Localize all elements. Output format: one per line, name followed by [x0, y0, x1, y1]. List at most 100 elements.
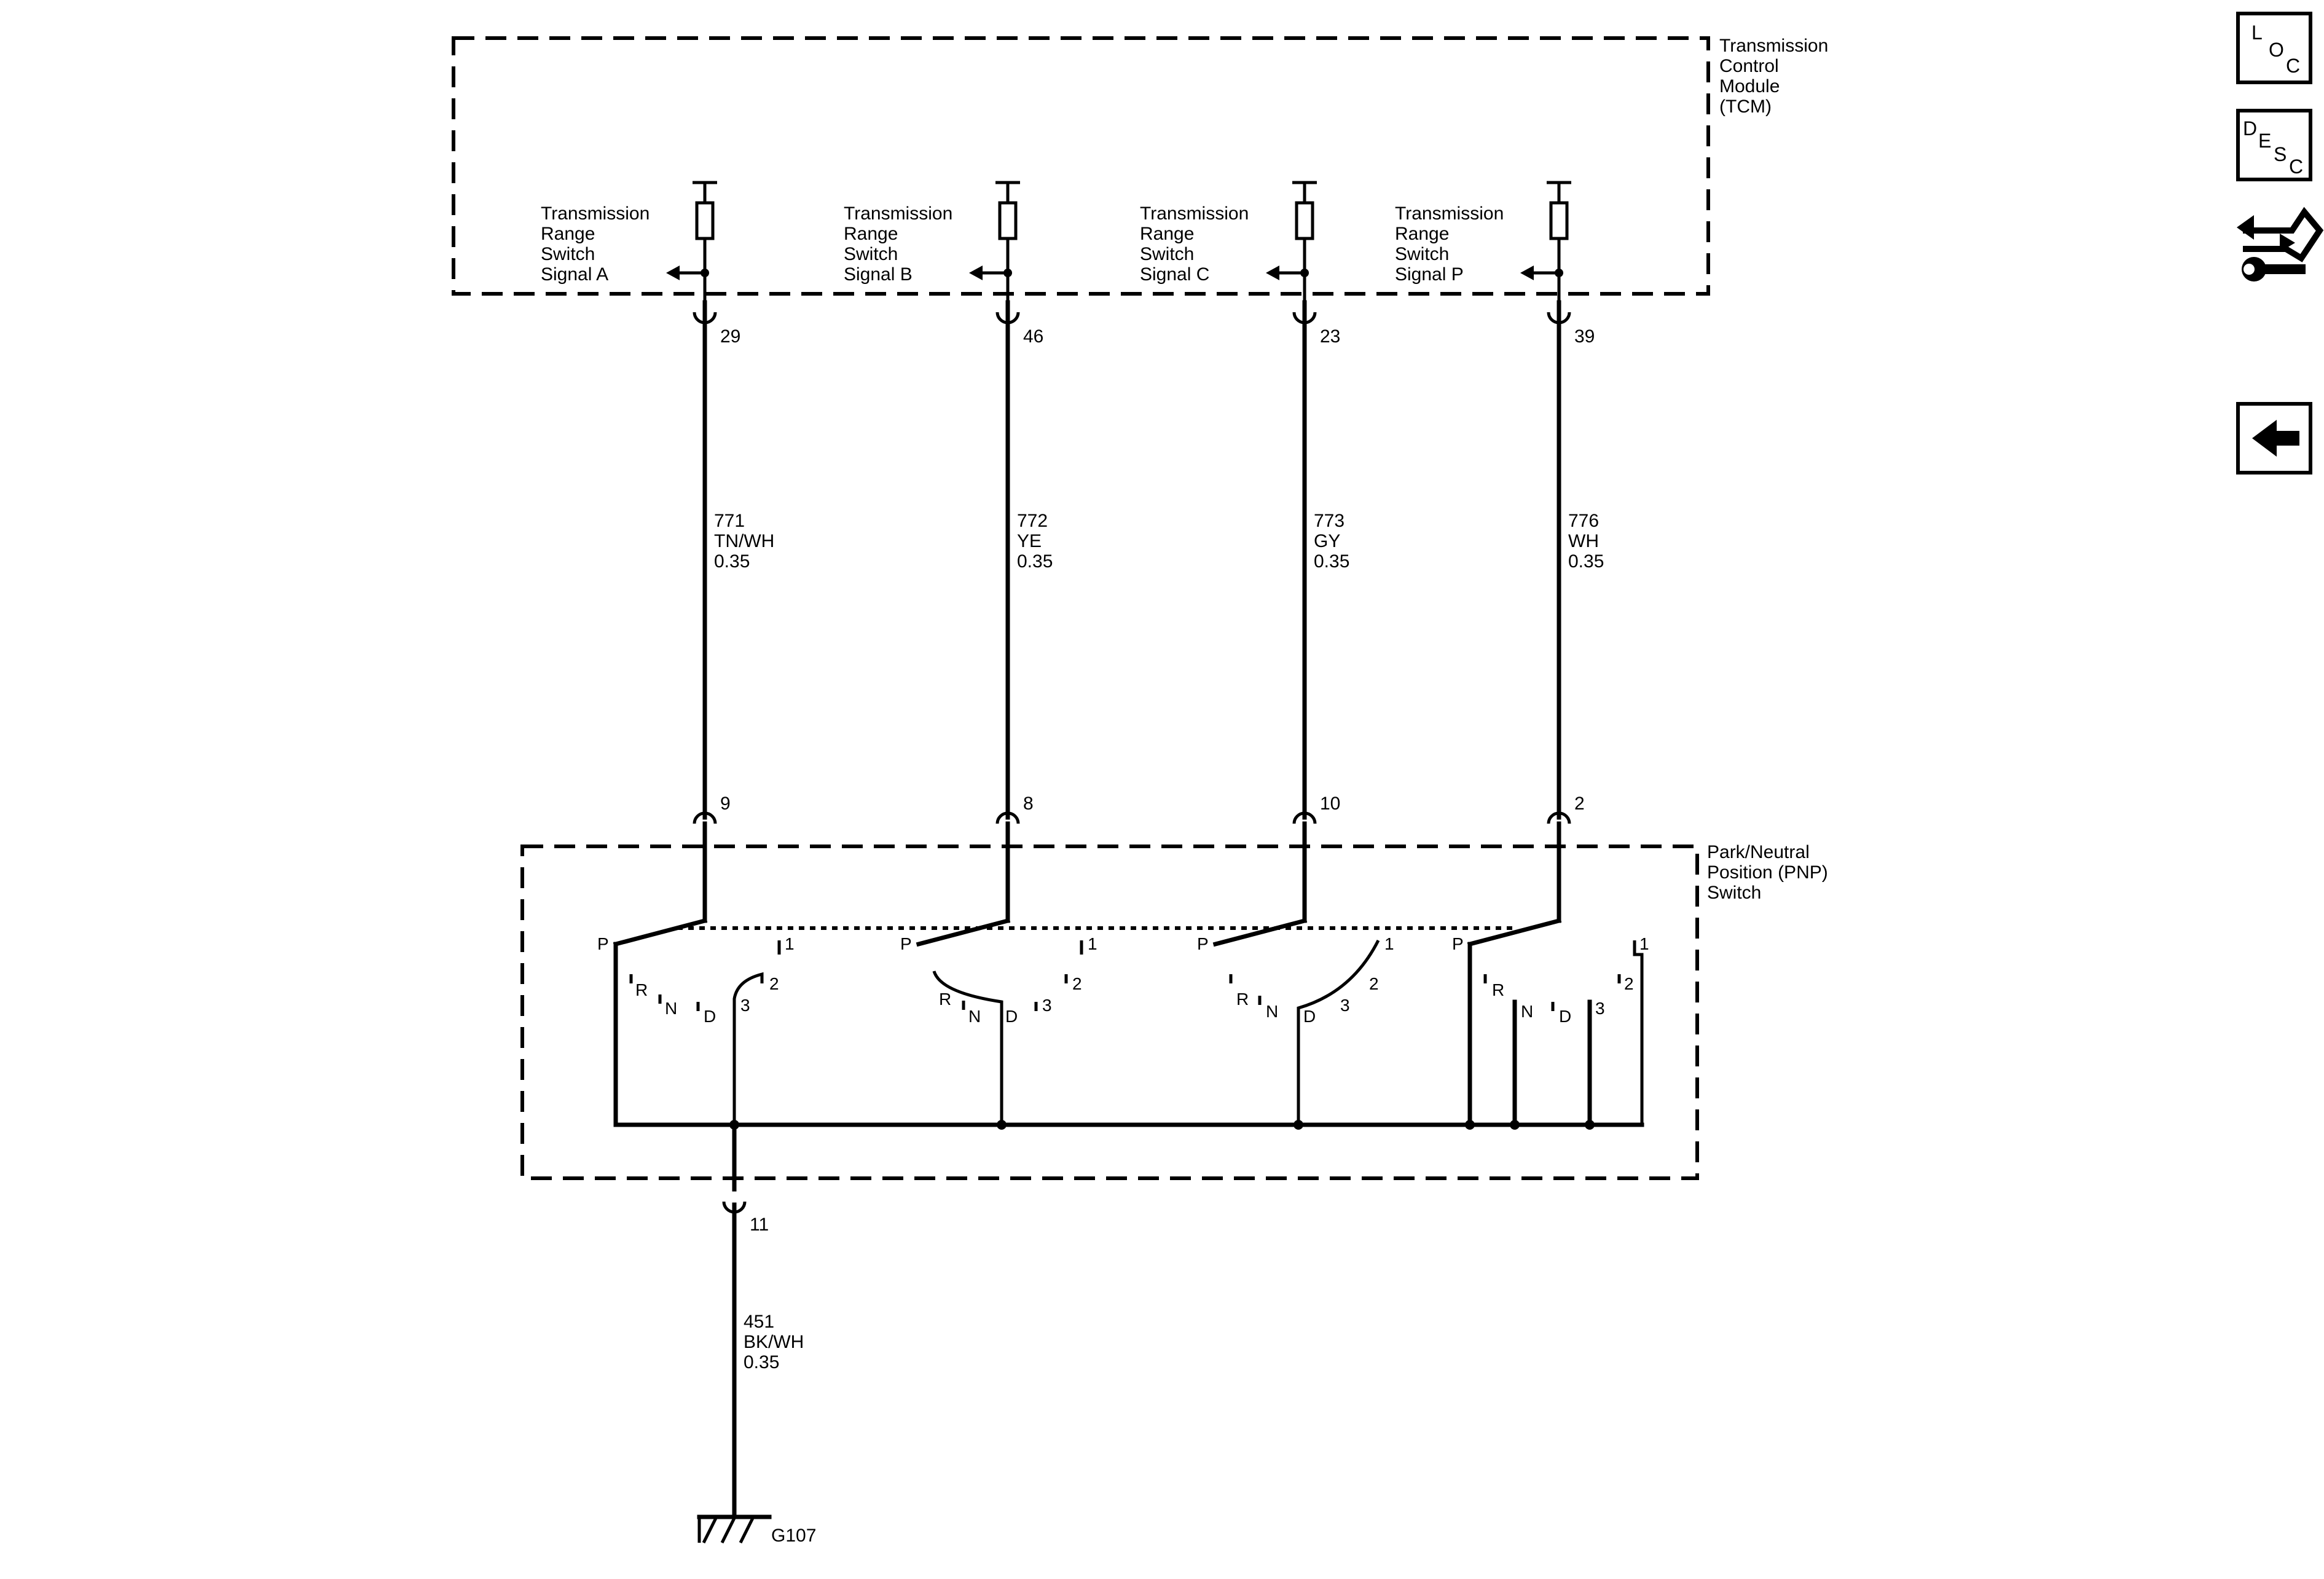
signal-arrow-icon: [969, 266, 983, 280]
switch-blade: [613, 918, 708, 947]
loc-letter: L: [2251, 22, 2263, 44]
desc-letter: C: [2289, 156, 2303, 178]
switch-b-contacts: P R N D 3 2 1: [900, 934, 1097, 1125]
position-label: R: [939, 990, 951, 1009]
resistor-icon: [695, 201, 715, 240]
ground-icon: [697, 1514, 772, 1544]
position-label: N: [968, 1007, 981, 1026]
switch-pin-number: 2: [1574, 793, 1585, 814]
connector-icon: [1547, 811, 1571, 824]
position-label: R: [1236, 990, 1249, 1009]
position-label: P: [597, 934, 609, 953]
loc-letter: O: [2269, 39, 2284, 61]
switch-pin-number: 9: [720, 793, 731, 814]
switch-p-contacts: P R N D 3 2 1: [1452, 934, 1649, 1127]
connector-icon: [1292, 811, 1317, 824]
signal-arrow-icon: [1520, 266, 1534, 280]
switch-a-contacts: P R N D 3 2 1: [597, 934, 795, 1127]
circuit-name-line: Signal A: [541, 264, 608, 285]
wire-size: 0.35: [1017, 551, 1053, 572]
bus-junction-dot: [1294, 1120, 1303, 1130]
circuit-signal-p: Transmission Range Switch Signal P 39 77…: [1395, 181, 1604, 947]
resistor-icon: [1549, 201, 1569, 240]
position-label: 3: [1595, 999, 1605, 1018]
tcm-label: Transmission Control Module (TCM): [1719, 36, 1828, 117]
desc-letter: E: [2258, 130, 2271, 152]
circuit-name-line: Transmission: [541, 203, 650, 224]
signal-arrow-icon: [1266, 266, 1279, 280]
circuit-name-line: Switch: [844, 244, 898, 264]
position-label: 2: [1072, 974, 1082, 993]
connector-icon: [995, 811, 1020, 824]
desc-button[interactable]: D E S C: [2236, 109, 2312, 181]
pnp-label: Park/Neutral Position (PNP) Switch: [1707, 842, 1828, 903]
back-button[interactable]: [2236, 402, 2312, 474]
circuit-name-line: Switch: [1395, 244, 1449, 264]
position-label: D: [1005, 1007, 1018, 1026]
circuit-name-line: Signal P: [1395, 264, 1464, 285]
pnp-label-line: Position (PNP): [1707, 862, 1828, 883]
position-label: 1: [1639, 934, 1649, 953]
contact-1: [1633, 940, 1644, 1125]
wire-circuit-number: 772: [1017, 511, 1048, 531]
position-label: 1: [1384, 934, 1394, 953]
circuit-name-line: Switch: [1140, 244, 1194, 264]
position-label: D: [704, 1007, 716, 1026]
switch-blade: [1467, 918, 1562, 947]
circuit-signal-b: Transmission Range Switch Signal B 46 77…: [844, 181, 1053, 947]
ground-label: G107: [771, 1526, 816, 1546]
circuit-name-line: Signal C: [1140, 264, 1209, 285]
bus-junction-dot: [1585, 1120, 1595, 1130]
wire-size: 0.35: [744, 1352, 779, 1372]
loc-button[interactable]: L O C: [2236, 12, 2312, 84]
bus-junction-dot: [1465, 1120, 1475, 1130]
tcm-label-line: Transmission: [1719, 36, 1828, 56]
wire-color: WH: [1568, 531, 1599, 551]
contact-d-3-2-1: [1297, 939, 1380, 1125]
pnp-switch-box: [520, 845, 1699, 1180]
signal-arrow-icon: [666, 266, 680, 280]
position-label: P: [1197, 934, 1209, 953]
contact-r-n-d: [932, 971, 1003, 1125]
circuit-signal-c: Transmission Range Switch Signal C 23 77…: [1140, 181, 1349, 947]
position-label: D: [1559, 1007, 1571, 1026]
position-label: 2: [1624, 974, 1634, 993]
wire-size: 0.35: [1314, 551, 1349, 572]
position-label: 3: [1340, 996, 1350, 1015]
pnp-label-line: Park/Neutral: [1707, 842, 1810, 862]
position-label: P: [900, 934, 912, 953]
wire-color: YE: [1017, 531, 1042, 551]
position-label: 2: [1369, 974, 1379, 993]
wire-size: 0.35: [1568, 551, 1604, 572]
connector-icon: [693, 811, 717, 824]
wire-circuit-number: 451: [744, 1312, 774, 1332]
switch-c-contacts: P R N D 3 2 1: [1197, 934, 1394, 1125]
desc-letter: D: [2243, 117, 2257, 140]
connector-wrench-icon[interactable]: [2237, 207, 2324, 282]
position-label: 1: [1088, 934, 1097, 953]
resistor-icon: [998, 201, 1018, 240]
switch-pin-number: 8: [1023, 793, 1034, 814]
tcm-pin-number: 46: [1023, 326, 1043, 347]
desc-letter: S: [2274, 143, 2287, 165]
tcm-label-line: Module: [1719, 76, 1780, 96]
wire-color: GY: [1314, 531, 1340, 551]
tcm-pin-number: 39: [1574, 326, 1595, 347]
contact-3-2: [732, 972, 764, 1125]
wire-circuit-number: 776: [1568, 511, 1599, 531]
circuit-name-line: Range: [1140, 224, 1194, 244]
circuit-name-line: Signal B: [844, 264, 913, 285]
tcm-label-line: Control: [1719, 56, 1779, 76]
switch-pin-number: 10: [1320, 793, 1340, 814]
tcm-label-line: (TCM): [1719, 96, 1772, 117]
wire-circuit-number: 773: [1314, 511, 1345, 531]
circuit-name-line: Transmission: [844, 203, 952, 224]
circuit-name-line: Range: [1395, 224, 1449, 244]
position-label: D: [1303, 1007, 1316, 1026]
back-arrow-icon: [2252, 420, 2299, 457]
circuit-name-line: Switch: [541, 244, 595, 264]
circuit-name-line: Transmission: [1395, 203, 1504, 224]
position-label: 2: [769, 974, 779, 993]
circuit-name-line: Range: [541, 224, 595, 244]
